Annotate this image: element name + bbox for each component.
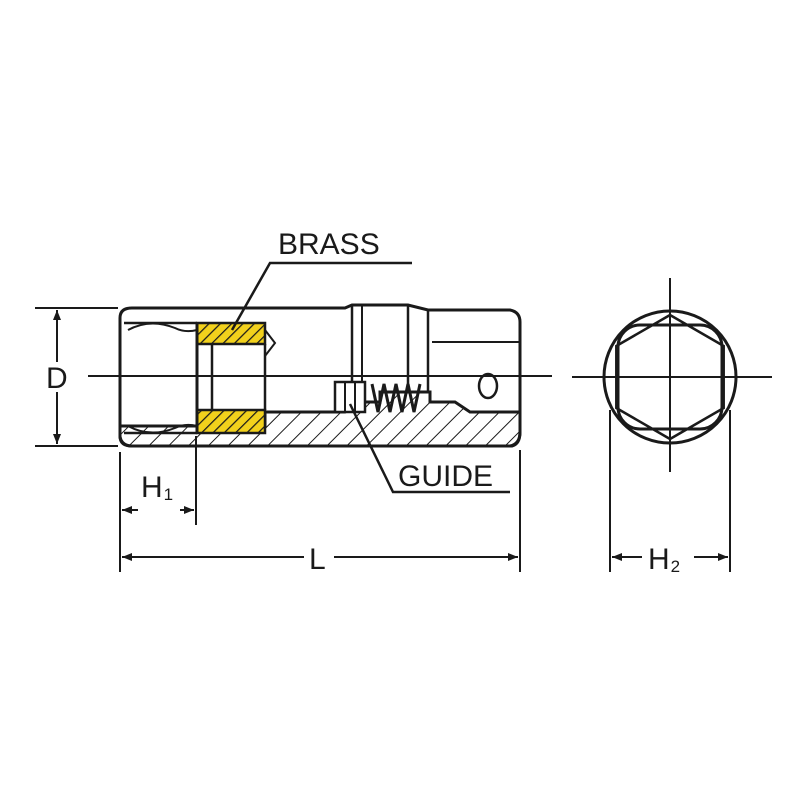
h2-label-main: H bbox=[648, 543, 670, 576]
h1-label-sub: 1 bbox=[164, 485, 173, 504]
spring-guide bbox=[333, 380, 367, 414]
callout-leaders bbox=[230, 261, 510, 494]
bore-shoulder-top bbox=[264, 329, 277, 357]
brass-leader bbox=[230, 261, 412, 331]
l-label: L bbox=[309, 543, 326, 576]
socket-end-view bbox=[572, 278, 772, 472]
h1-label-main: H bbox=[141, 471, 163, 504]
h2-label: H2 bbox=[648, 543, 680, 576]
brass-insert-top bbox=[195, 321, 267, 346]
socket-side-view bbox=[118, 303, 522, 448]
detent-ball bbox=[477, 372, 499, 400]
d-label: D bbox=[46, 362, 68, 395]
brass-label: BRASS bbox=[278, 228, 380, 261]
socket-flat-top bbox=[127, 322, 198, 333]
socket-body-outline bbox=[118, 303, 522, 448]
h2-label-sub: 2 bbox=[671, 557, 680, 576]
guide-label: GUIDE bbox=[398, 460, 493, 493]
h1-label: H1 bbox=[141, 471, 173, 504]
spring bbox=[370, 383, 422, 413]
lower-section-hatch bbox=[118, 390, 522, 448]
brass-insert-bottom bbox=[195, 408, 267, 435]
socket-flat-bottom bbox=[127, 423, 198, 434]
guide-leader bbox=[348, 403, 510, 494]
